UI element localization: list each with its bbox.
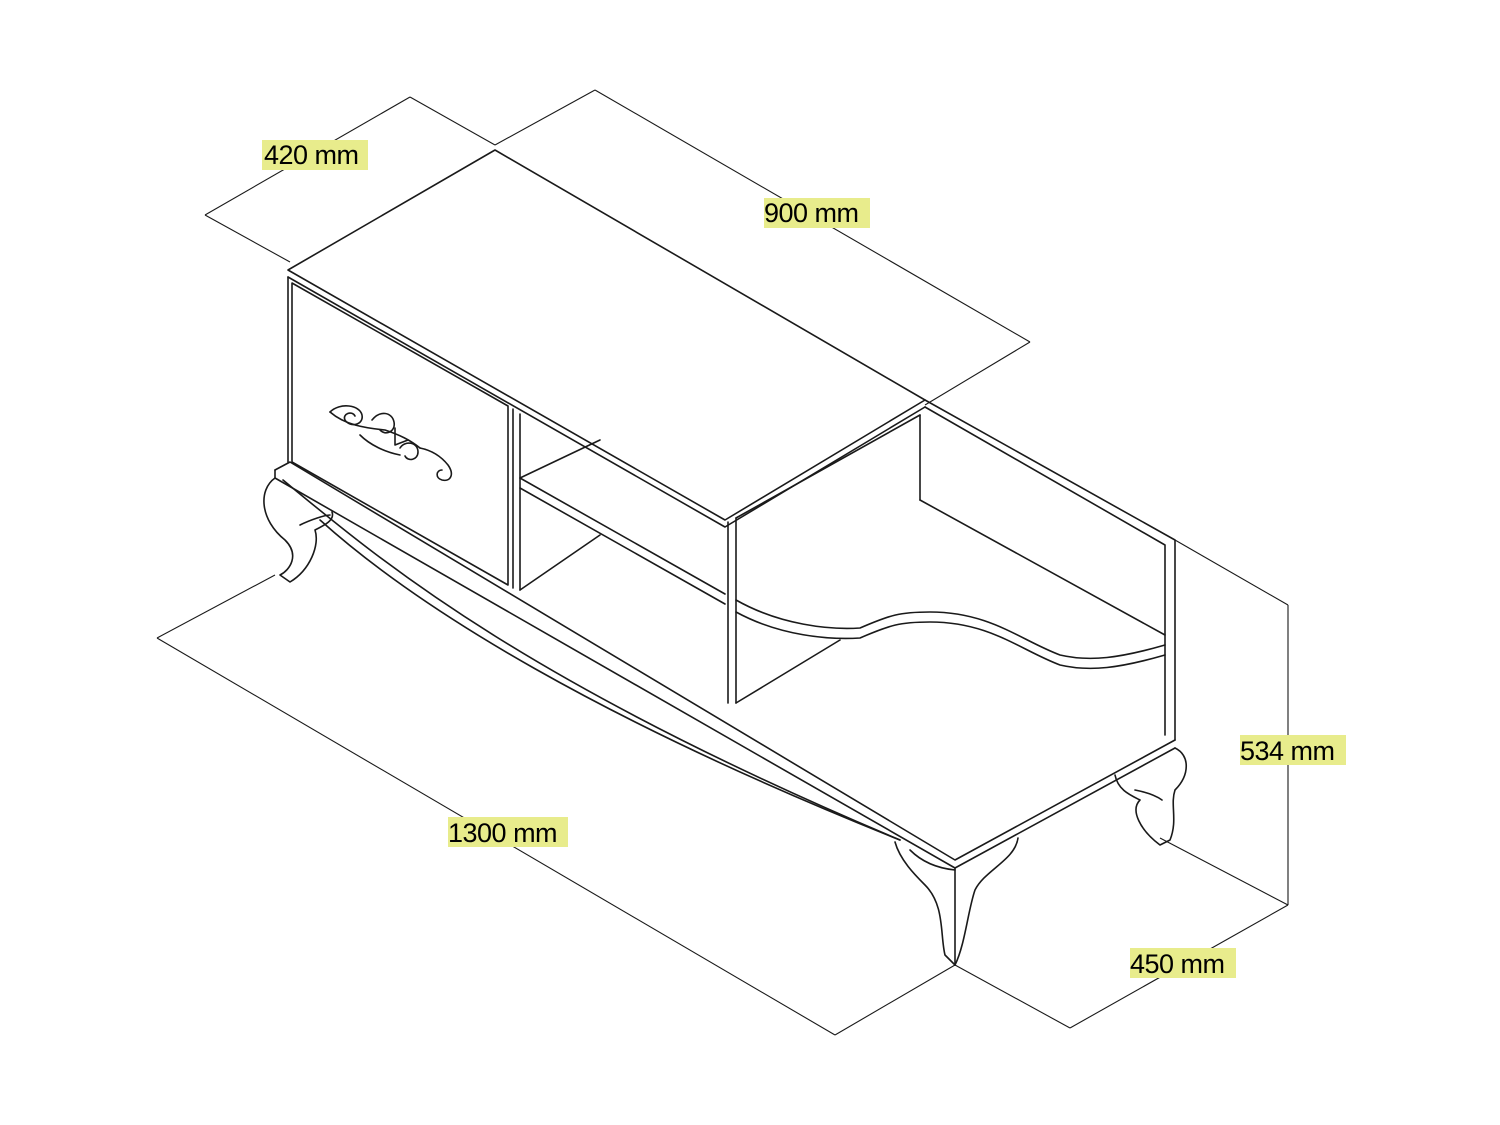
label-bottom-depth: 450 mm <box>1130 949 1225 979</box>
dimension-label-1300: 1300 mm <box>448 817 568 848</box>
dimension-label-420: 420 mm <box>262 140 368 170</box>
label-height: 534 mm <box>1240 736 1335 766</box>
upper-cabinet <box>287 149 926 704</box>
cabriole-legs <box>263 477 1188 966</box>
base-plate <box>274 461 1176 869</box>
right-shelf-section <box>735 399 1176 741</box>
label-top-width: 900 mm <box>764 198 859 228</box>
door-ornament <box>329 405 453 482</box>
label-bottom-width: 1300 mm <box>448 818 557 848</box>
dimension-label-450: 450 mm <box>1130 948 1236 979</box>
dimension-lines <box>156 89 1289 1036</box>
dimension-label-534: 534 mm <box>1240 735 1346 766</box>
dimension-label-900: 900 mm <box>764 198 870 228</box>
label-top-depth: 420 mm <box>264 140 359 170</box>
